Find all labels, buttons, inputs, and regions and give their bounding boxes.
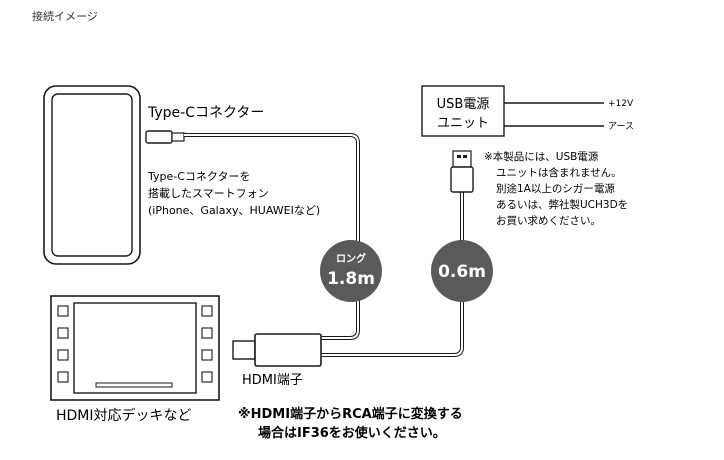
hdmi-connector-icon xyxy=(232,333,322,367)
earth-label: アース xyxy=(608,122,634,132)
long-tag-label: ロング xyxy=(336,252,366,265)
rca-note: ※HDMI端子からRCA端子に変換する 場合はIF36をお使いください。 xyxy=(238,406,463,441)
long-cable xyxy=(184,133,360,340)
usb-note-line-3: 別途1A以上のシガー電源 xyxy=(496,182,615,195)
short-cable xyxy=(322,192,464,357)
usb-note-line-1: ※本製品には、USB電源 xyxy=(484,150,599,163)
usb-note-line-4: あるいは、弊社製UCH3Dを xyxy=(496,198,628,211)
hdmi-terminal-label: HDMI端子 xyxy=(242,373,303,388)
phone-desc-line-3: (iPhone、Galaxy、HUAWEIなど) xyxy=(148,204,320,217)
smartphone-icon xyxy=(43,85,141,265)
phone-description: Type-Cコネクターを 搭載したスマートフォン (iPhone、Galaxy、… xyxy=(147,170,320,217)
cable-length-badge-short: 0.6m xyxy=(431,240,493,302)
hdmi-device-label: HDMI対応デッキなど xyxy=(56,407,192,424)
type-c-connector-icon xyxy=(145,130,185,144)
usb-note-line-5: お買い求めください。 xyxy=(496,215,601,227)
phone-desc-line-1: Type-Cコネクターを xyxy=(147,170,250,183)
plus-12v-label: +12V xyxy=(608,99,634,109)
page-heading: 接続イメージ xyxy=(32,10,98,23)
rca-note-line-2: 場合はIF36をお使いください。 xyxy=(258,425,446,441)
hdmi-deck-icon xyxy=(50,295,220,401)
usb-power-unit: USB電源 ユニット xyxy=(421,85,505,137)
rca-note-line-1: ※HDMI端子からRCA端子に変換する xyxy=(238,406,463,422)
power-wires: +12V アース xyxy=(504,99,634,132)
cable-length-badge-long: ロング 1.8m xyxy=(320,240,382,302)
type-c-connector-label: Type-Cコネクター xyxy=(147,105,264,121)
short-cable-length: 0.6m xyxy=(438,262,486,282)
phone-desc-line-2: 搭載したスマートフォン xyxy=(148,187,269,200)
usb-plug-icon xyxy=(450,150,474,193)
usb-note-line-2: ユニットは含まれません。 xyxy=(496,166,622,179)
usb-unit-label-2: ユニット xyxy=(437,116,489,131)
usb-unit-label-1: USB電源 xyxy=(437,97,490,112)
usb-note: ※本製品には、USB電源 ユニットは含まれません。 別途1A以上のシガー電源 あ… xyxy=(484,150,628,227)
long-cable-length: 1.8m xyxy=(327,269,375,289)
